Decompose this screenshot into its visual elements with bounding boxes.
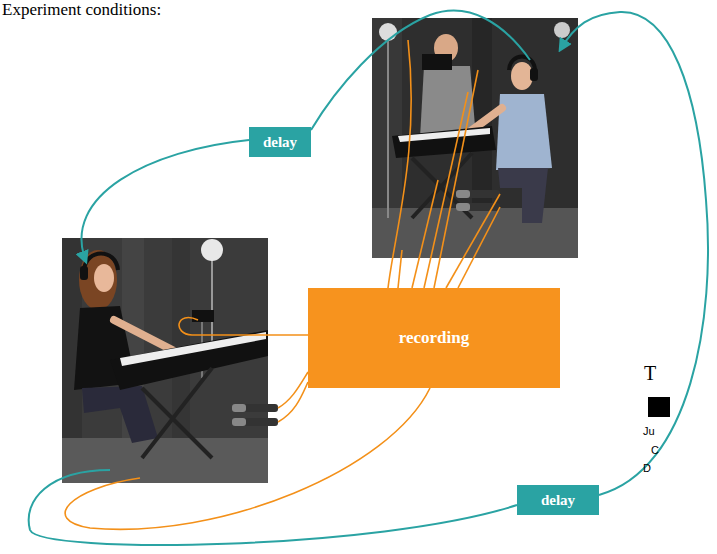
pianist-photo-part — [387, 28, 389, 218]
microphone-symbol-part — [232, 418, 246, 426]
recording-wire — [65, 40, 500, 529]
microphone-symbol-part — [232, 404, 278, 412]
recording-wire-part — [388, 40, 411, 288]
pianist-photo-part — [80, 266, 88, 280]
pianist-photo-part — [120, 332, 266, 366]
delay-loop-part — [29, 470, 517, 545]
recording-wire-part — [412, 180, 438, 288]
pianist-photo-part — [392, 126, 496, 158]
pianist-photo-part — [422, 54, 452, 70]
delay-box: delay — [249, 127, 311, 157]
recording-box: recording — [308, 288, 560, 388]
delay-loop — [29, 11, 708, 545]
recording-wire-part — [398, 250, 402, 288]
black-block — [648, 397, 670, 417]
microphone-symbol-part — [232, 404, 246, 412]
pianist-photo-part — [398, 128, 490, 142]
pianist-photo — [372, 18, 578, 258]
pianist-photo-part — [511, 62, 533, 90]
box-label: delay — [541, 492, 575, 509]
pianist-photo-part — [84, 254, 118, 271]
recording-wire-part — [424, 92, 468, 288]
pianist-photo-part — [62, 238, 268, 483]
pianist-photo-part — [110, 330, 268, 390]
delay-loop-part — [81, 140, 249, 262]
pianist-photo-part — [530, 68, 538, 81]
box-label: recording — [399, 328, 470, 348]
recording-wire-part — [179, 318, 308, 335]
delay-loop-part — [311, 11, 530, 130]
partial-text: D — [643, 462, 651, 474]
recording-wire-part — [446, 194, 500, 288]
pianist-photo-part — [372, 18, 578, 258]
recording-wire-part — [434, 70, 478, 288]
microphone-symbol-part — [456, 190, 500, 198]
pianist-photo-part — [94, 264, 114, 292]
pianist-photo — [62, 238, 268, 483]
pianist-photo-part — [192, 310, 214, 322]
pianist-photo-part — [420, 66, 476, 138]
recording-wire-part — [65, 388, 430, 529]
partial-text: C — [651, 444, 659, 456]
delay-loop-part — [560, 12, 708, 495]
pianist-photo-part — [142, 368, 212, 458]
pianist-photo-part — [554, 22, 570, 38]
pianist-photo-part — [201, 239, 223, 261]
partial-heading: T — [644, 362, 656, 385]
pianist-photo-part — [379, 23, 397, 41]
partial-text: Ju — [643, 425, 655, 437]
microphone-symbol-part — [232, 418, 278, 426]
pianist-photo-part — [62, 438, 268, 483]
pianist-photo-part — [509, 57, 535, 71]
microphone-symbol-part — [456, 203, 470, 211]
diagram-title: Experiment conditions: — [2, 0, 161, 20]
box-label: delay — [263, 134, 297, 151]
pianist-photo-part — [372, 208, 578, 258]
recording-wire-part — [278, 382, 308, 422]
delay-box: delay — [517, 485, 599, 515]
microphone-symbol-part — [456, 190, 470, 198]
recording-wire-part — [458, 207, 500, 288]
pianist-photo-part — [498, 168, 548, 223]
